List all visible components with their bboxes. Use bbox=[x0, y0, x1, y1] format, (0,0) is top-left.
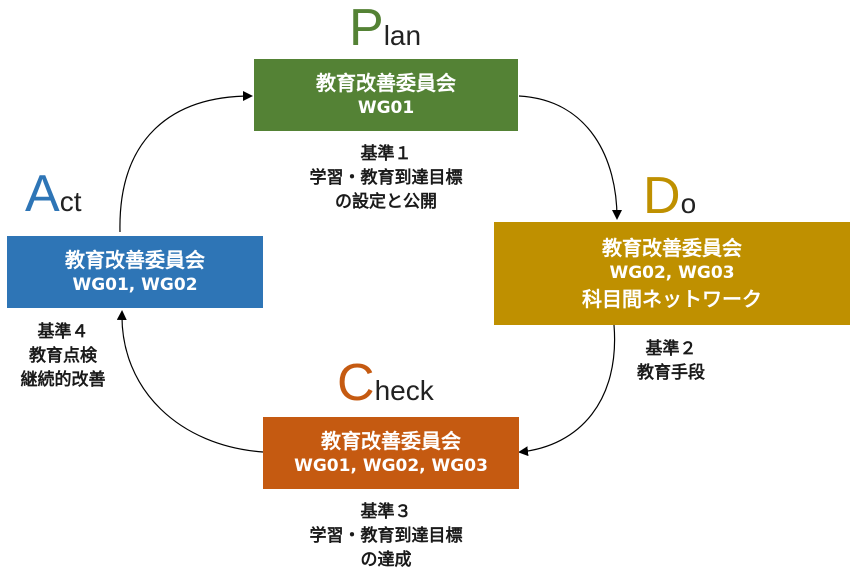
check-note-line: 基準３ bbox=[360, 502, 412, 522]
plan-box: 教育改善委員会 WG01 bbox=[254, 59, 518, 131]
act-heading: Act bbox=[25, 168, 81, 220]
plan-rest: lan bbox=[383, 20, 422, 51]
plan-note: 基準１ 学習・教育到達目標 の設定と公開 bbox=[286, 142, 486, 214]
arrow-do-to-check bbox=[518, 324, 616, 457]
check-box: 教育改善委員会 WG01, WG02, WG03 bbox=[263, 417, 519, 489]
check-box-wg: WG01, WG02, WG03 bbox=[294, 456, 488, 476]
do-box-extra: 科目間ネットワーク bbox=[582, 286, 762, 311]
do-note: 基準２ 教育手段 bbox=[616, 337, 726, 385]
do-rest: o bbox=[680, 188, 697, 219]
arrow-act-to-plan bbox=[119, 91, 253, 233]
arrow-plan-to-do bbox=[518, 95, 622, 220]
act-rest: ct bbox=[59, 186, 82, 217]
do-box-wg: WG02, WG03 bbox=[609, 262, 735, 283]
act-note-line: 基準４ bbox=[37, 322, 89, 342]
do-heading: Do bbox=[643, 170, 696, 222]
check-box-title: 教育改善委員会 bbox=[321, 429, 461, 453]
do-note-line: 教育手段 bbox=[637, 363, 705, 383]
plan-note-line: 基準１ bbox=[360, 144, 412, 164]
check-heading: Check bbox=[337, 357, 434, 409]
act-note: 基準４ 教育点検 継続的改善 bbox=[8, 320, 118, 392]
do-note-line: 基準２ bbox=[645, 339, 697, 359]
act-box-title: 教育改善委員会 bbox=[65, 248, 205, 272]
check-note-line: の達成 bbox=[360, 550, 412, 570]
plan-heading: Plan bbox=[349, 2, 421, 54]
act-note-line: 教育点検 bbox=[29, 346, 97, 366]
act-note-line: 継続的改善 bbox=[20, 370, 106, 390]
check-rest: heck bbox=[374, 375, 434, 406]
do-box: 教育改善委員会 WG02, WG03 科目間ネットワーク bbox=[494, 222, 850, 325]
check-note-line: 学習・教育到達目標 bbox=[309, 526, 463, 546]
arrow-check-to-act bbox=[116, 310, 264, 453]
act-initial: A bbox=[25, 165, 60, 223]
check-note: 基準３ 学習・教育到達目標 の達成 bbox=[286, 500, 486, 572]
plan-initial: P bbox=[349, 0, 384, 57]
plan-note-line: 学習・教育到達目標 bbox=[309, 168, 463, 188]
plan-box-title: 教育改善委員会 bbox=[316, 71, 456, 95]
act-box: 教育改善委員会 WG01, WG02 bbox=[7, 236, 263, 308]
act-box-wg: WG01, WG02 bbox=[72, 275, 198, 295]
check-initial: C bbox=[337, 354, 375, 412]
plan-box-wg: WG01 bbox=[357, 98, 415, 118]
do-box-title: 教育改善委員会 bbox=[602, 235, 742, 260]
plan-note-line: の設定と公開 bbox=[335, 192, 437, 212]
do-initial: D bbox=[643, 167, 681, 225]
